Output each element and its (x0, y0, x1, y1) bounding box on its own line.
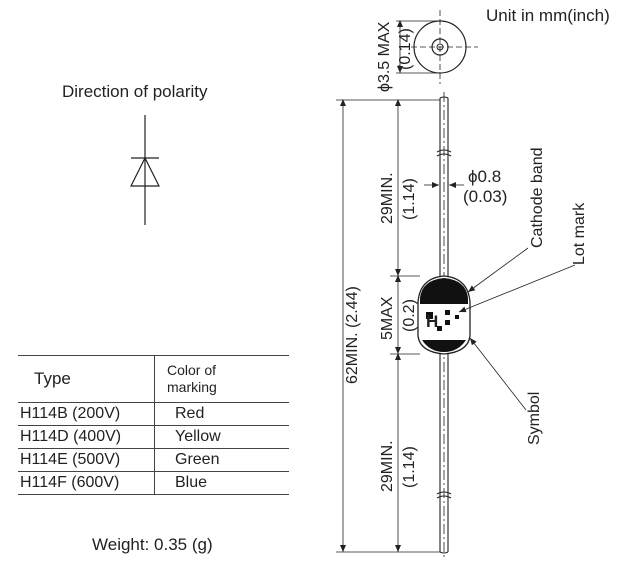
color-header-line1: Color of (167, 362, 217, 378)
marking-table: Type Color of marking H114B (200V) Red H… (18, 355, 289, 495)
color-cell: Blue (154, 471, 289, 495)
body-marking-text: H (426, 312, 438, 331)
color-cell: Yellow (154, 425, 289, 449)
lead-top-inch-label: (1.14) (401, 178, 418, 220)
lot-mark-label: Lot mark (571, 202, 588, 265)
table-row: H114B (200V) Red (18, 402, 289, 426)
segment-dims (390, 99, 420, 552)
lead-bottom-label: 29MIN. (379, 440, 396, 492)
upper-lead (436, 96, 452, 282)
diode-symbol-icon (130, 115, 160, 225)
diode-body: H (417, 275, 471, 355)
body-dia-label: ϕ3.5 MAX (376, 21, 393, 92)
type-cell: H114B (200V) (20, 405, 121, 422)
lead-top-label: 29MIN. (379, 172, 396, 224)
type-cell: H114E (500V) (20, 451, 121, 468)
body-dia-inch-label: (0.14) (397, 28, 414, 70)
color-cell: Green (154, 448, 289, 472)
color-header: Color of marking (154, 355, 289, 403)
lower-lead (436, 354, 452, 554)
type-header: Type (34, 369, 71, 388)
color-header-line2: marking (167, 379, 217, 395)
lead-dia-label: ϕ0.8 (468, 167, 501, 186)
table-row: H114F (600V) Blue (18, 471, 289, 495)
color-cell: Red (154, 402, 289, 426)
end-view (396, 10, 478, 84)
cathode-band-label: Cathode band (529, 147, 546, 248)
lead-dia-inch-label: (0.03) (463, 187, 507, 206)
weight-label: Weight: 0.35 (g) (92, 535, 213, 554)
callout-leaders (458, 247, 576, 411)
table-row: H114E (500V) Green (18, 448, 289, 472)
type-cell: H114D (400V) (20, 428, 122, 445)
type-cell: H114F (600V) (20, 474, 120, 491)
unit-label: Unit in mm(inch) (486, 6, 610, 25)
table-row: H114D (400V) Yellow (18, 425, 289, 449)
polarity-title: Direction of polarity (62, 82, 208, 101)
total-length-dim (336, 99, 440, 553)
lead-bottom-inch-label: (1.14) (401, 446, 418, 488)
symbol-label: Symbol (526, 392, 543, 445)
body-length-inch-label: (0.2) (401, 299, 418, 332)
total-length-label: 62MIN. (2.44) (344, 286, 361, 384)
table-header-row: Type Color of marking (18, 355, 289, 403)
body-length-label: 5MAX (379, 296, 396, 340)
